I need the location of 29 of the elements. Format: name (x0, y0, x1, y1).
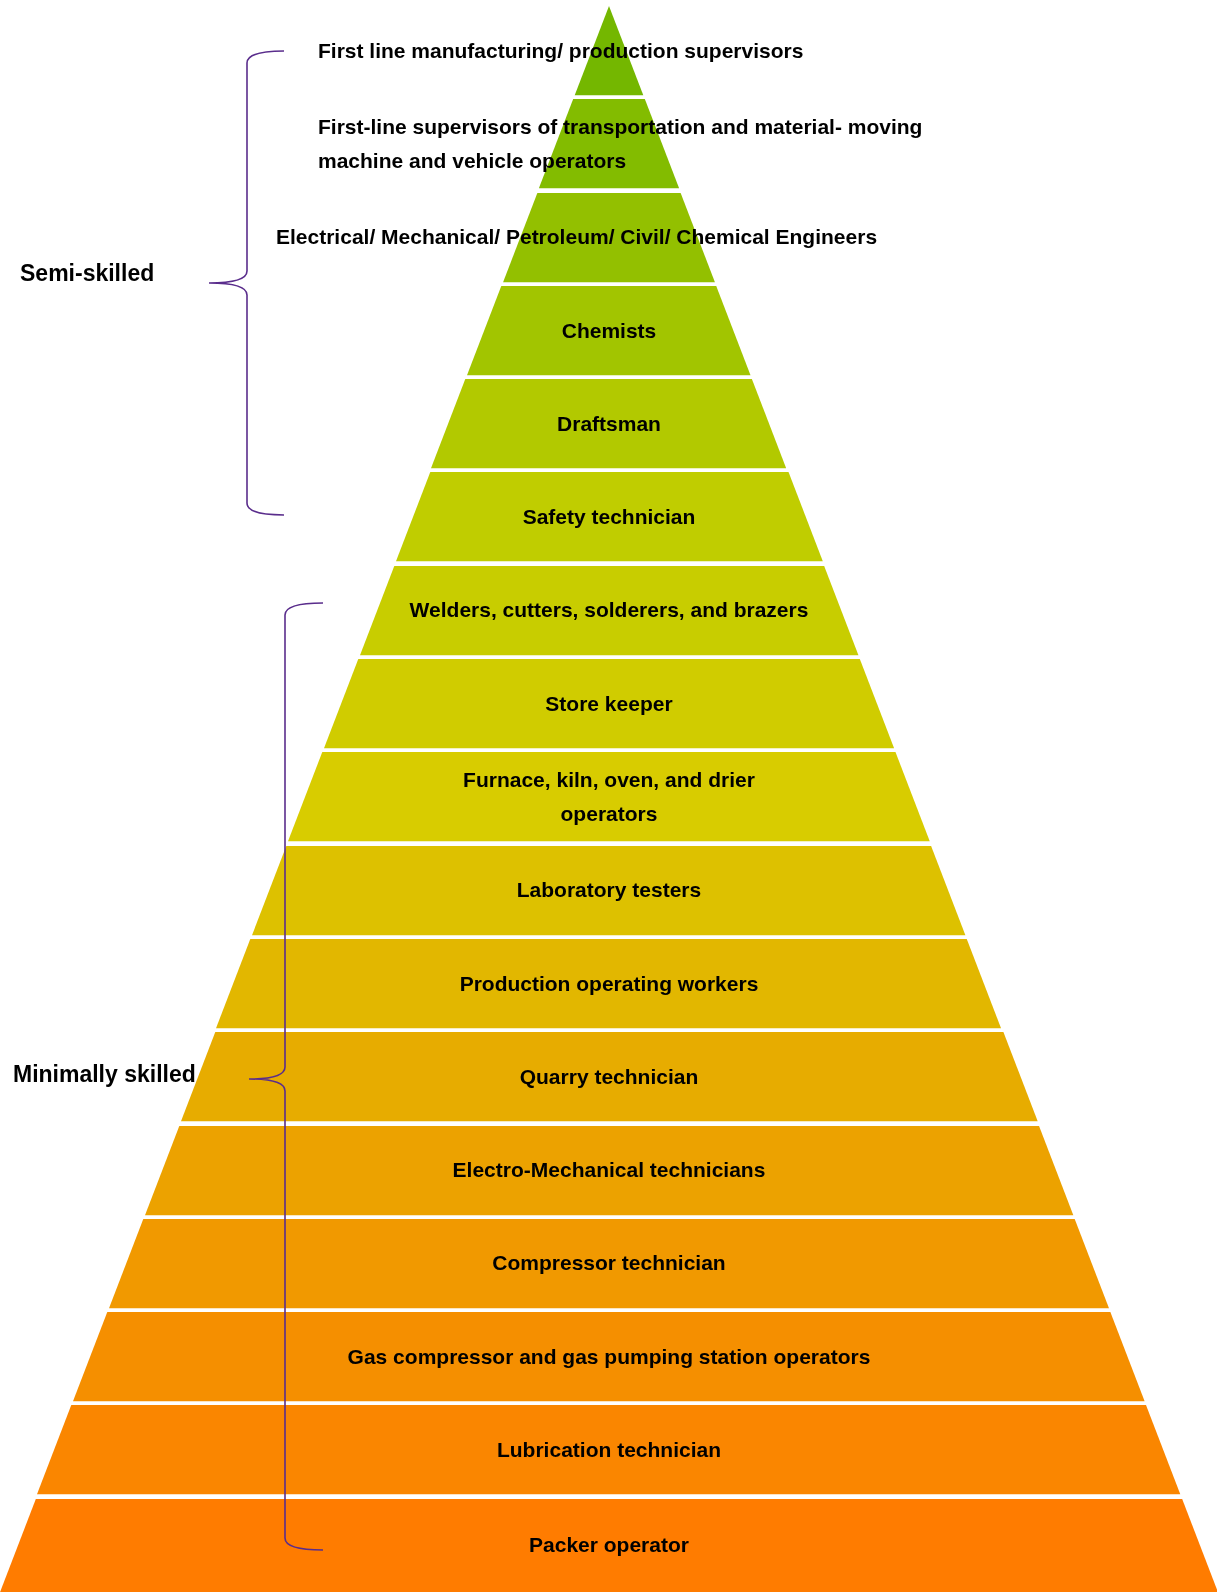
pyramid-tier (0, 1498, 1217, 1592)
pyramid-tier (144, 1125, 1074, 1215)
pyramid-tier (109, 1218, 1109, 1309)
pyramid-tier (252, 845, 966, 935)
pyramid-tier (37, 1405, 1181, 1495)
tier-label: Electro-Mechanical technicians (451, 1157, 767, 1184)
tier-label: Laboratory testers (515, 877, 703, 904)
pyramid-tier (323, 659, 895, 749)
tier-label: Store keeper (544, 690, 674, 717)
pyramid-tier (288, 752, 930, 842)
tier-label: Production operating workers (458, 970, 760, 997)
pyramid-tier (73, 1312, 1145, 1402)
pyramid-tier (467, 285, 751, 376)
pyramid-tier (359, 565, 859, 656)
tier-label: Furnace, kiln, oven, and drier operators (462, 767, 756, 827)
tier-label: Welders, cutters, solderers, and brazers (408, 597, 810, 624)
pyramid-tier (431, 379, 787, 469)
pyramid-tier (395, 472, 823, 562)
group-label: Minimally skilled (13, 1061, 196, 1088)
tier-label: Lubrication technician (495, 1437, 722, 1464)
tier-label: Safety technician (521, 504, 697, 531)
tier-label: Gas compressor and gas pumping station operators (346, 1343, 872, 1370)
pyramid-tier (216, 938, 1002, 1029)
tier-label: Draftsman (556, 410, 662, 437)
group-label: Semi-skilled (20, 260, 155, 287)
tier-label: Packer operator (528, 1532, 690, 1559)
tier-label: Chemists (560, 317, 658, 344)
tier-label: Quarry technician (518, 1063, 700, 1090)
tier-label: Compressor technician (491, 1250, 727, 1277)
